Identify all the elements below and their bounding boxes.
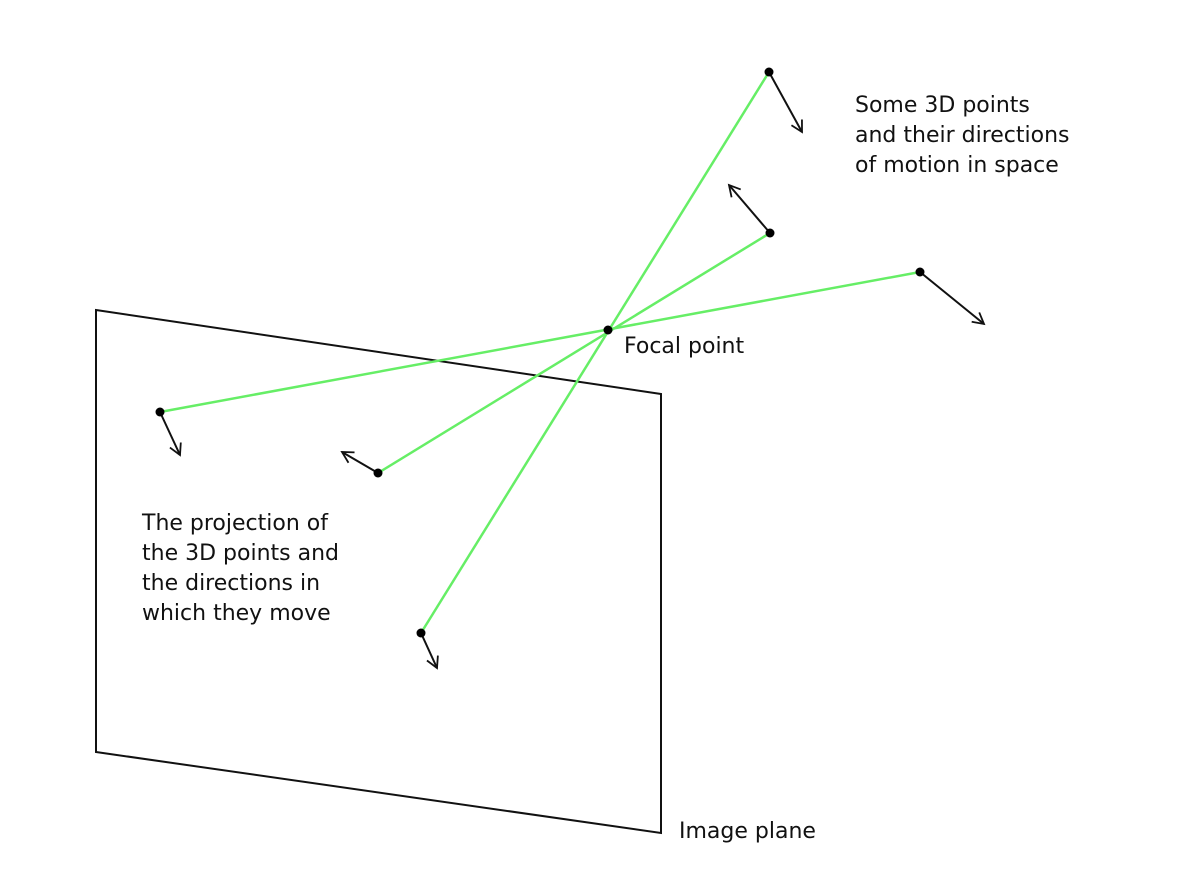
projection-ray-1 — [419, 71, 771, 634]
projection-caption-line-2: the 3D points and — [142, 541, 339, 566]
projected-motion-arrow-1 — [159, 411, 182, 457]
projected-motion-arrow-2 — [340, 451, 379, 474]
space-motion-arrow-3 — [919, 271, 986, 326]
projected-points — [155, 407, 426, 638]
space-motion-arrow-2 — [727, 183, 771, 234]
focal-point-label: Focal point — [624, 334, 745, 359]
projected-point-1 — [155, 407, 165, 417]
projection-caption-line-3: the directions in — [142, 571, 321, 596]
space-motion-arrow-1 — [768, 71, 803, 134]
points-caption: Some 3D points and their directions of m… — [855, 91, 1070, 181]
image-plane-label: Image plane — [679, 819, 816, 844]
projection-ray-3 — [159, 270, 921, 414]
projection-caption-line-1: The projection of — [142, 511, 328, 536]
projection-caption-line-4: which they move — [142, 601, 331, 626]
projection-caption: The projection of the 3D points and the … — [142, 509, 339, 629]
space-motion-arrows — [727, 71, 986, 326]
projected-point-3 — [416, 628, 426, 638]
points-caption-line-3: of motion in space — [855, 153, 1059, 178]
projected-motion-arrow-3 — [420, 632, 439, 670]
space-point-1 — [764, 67, 774, 77]
projected-motion-arrows — [159, 411, 439, 670]
space-point-2 — [765, 228, 775, 238]
focal-point — [603, 325, 613, 335]
space-points — [603, 67, 925, 335]
points-caption-line-1: Some 3D points — [855, 93, 1030, 118]
projection-ray-2 — [377, 231, 771, 475]
projection-rays — [159, 71, 921, 634]
image-plane-outline — [95, 308, 662, 835]
space-point-3 — [915, 267, 925, 277]
points-caption-line-2: and their directions — [855, 123, 1070, 148]
projected-point-2 — [373, 468, 383, 478]
